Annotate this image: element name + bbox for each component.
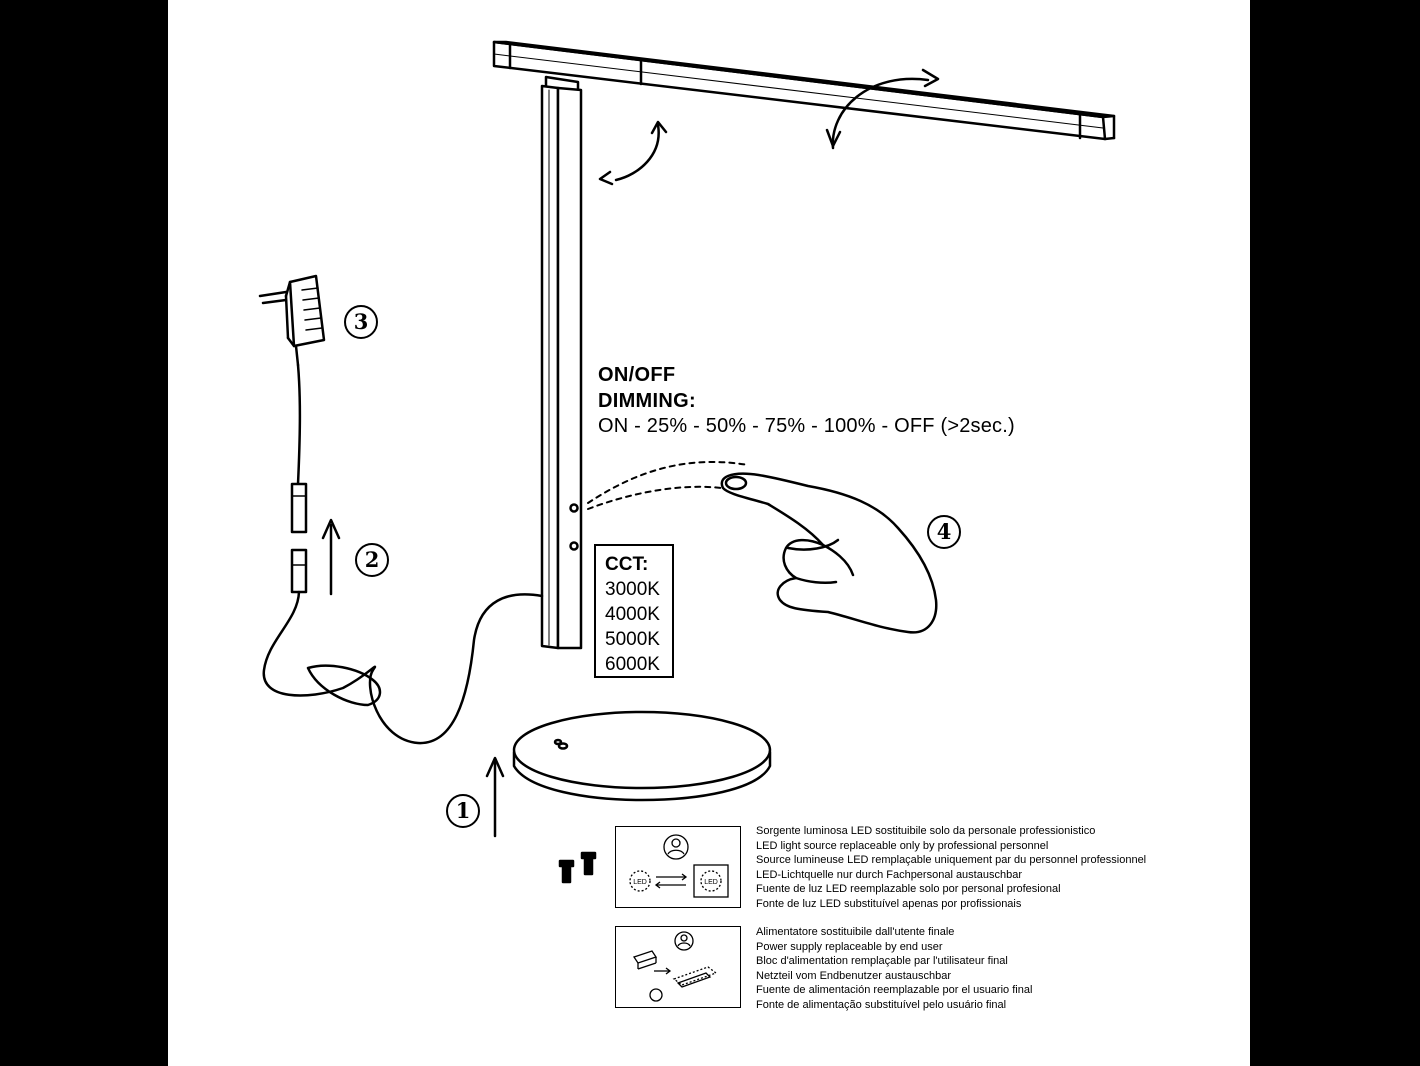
step-number-2: 2 — [355, 543, 389, 577]
notice-line: Alimentatore sostituibile dall'utente fi… — [756, 926, 955, 938]
led-replacement-icon-box: LED LED — [615, 826, 741, 908]
cct-value: 4000K — [605, 604, 660, 625]
hand-illustration — [720, 472, 938, 634]
power-supply-icon-box — [615, 926, 741, 1008]
led-label-right: LED — [704, 879, 718, 886]
notice-line: Power supply replaceable by end user — [756, 940, 943, 953]
rotate-arrow-head — [831, 77, 930, 150]
plug-connector-top — [290, 482, 308, 534]
screws — [558, 851, 597, 884]
plug-connector-bottom — [290, 548, 308, 594]
led-label-left: LED — [633, 879, 647, 886]
lamp-stem — [540, 84, 583, 650]
notice-line: Fuente de alimentación reemplazable por … — [756, 984, 1033, 996]
up-arrow-step-1 — [485, 756, 505, 838]
instruction-sheet: ON/OFF DIMMING: ON - 25% - 50% - 75% - 1… — [168, 0, 1250, 1066]
lamp-assembly-illustration — [258, 40, 1116, 884]
dimming-label: DIMMING: — [598, 390, 696, 412]
cct-value: 6000K — [605, 654, 660, 675]
touch-gesture-trail — [587, 460, 749, 504]
cct-title: CCT: — [605, 554, 649, 575]
power-adapter — [258, 274, 326, 486]
notice-line: Fuente de luz LED reemplazable solo por … — [756, 883, 1061, 895]
notice-line: Fonte de luz LED substituível apenas por… — [756, 897, 1022, 910]
step-number-4: 4 — [927, 515, 961, 549]
onoff-label: ON/OFF — [598, 364, 676, 386]
cct-value: 3000K — [605, 579, 660, 600]
notice-line: Bloc d'alimentation remplaçable par l'ut… — [756, 955, 1008, 967]
lamp-base — [512, 710, 772, 802]
led-notice-text: Sorgente luminosa LED sostituibile solo … — [756, 824, 1146, 911]
lamp-head — [492, 40, 1116, 141]
notice-line: Fonte de alimentação substituível pelo u… — [756, 998, 1007, 1011]
up-arrow-step-2 — [321, 518, 341, 596]
led-swap-icon: LED LED — [629, 834, 729, 898]
cct-panel: CCT: 3000K 4000K 5000K 6000K — [594, 544, 674, 678]
notice-line: Netzteil vom Endbenutzer austauschbar — [756, 969, 952, 982]
step-number-1: 1 — [446, 794, 480, 828]
cct-value: 5000K — [605, 629, 660, 650]
rotate-arrow-stem — [614, 123, 660, 182]
notice-line: Sorgente luminosa LED sostituibile solo … — [756, 825, 1096, 837]
step-number-3: 3 — [344, 305, 378, 339]
notice-line: LED light source replaceable only by pro… — [756, 839, 1049, 852]
power-supply-swap-icon — [632, 931, 718, 1002]
notice-line: Source lumineuse LED remplaçable uniquem… — [756, 854, 1147, 866]
power-notice-text: Alimentatore sostituibile dall'utente fi… — [756, 925, 1032, 1012]
power-cable — [262, 590, 544, 745]
notice-line: LED-Lichtquelle nur durch Fachpersonal a… — [756, 868, 1022, 881]
dimming-sequence: ON - 25% - 50% - 75% - 100% - OFF (>2sec… — [598, 415, 1015, 437]
